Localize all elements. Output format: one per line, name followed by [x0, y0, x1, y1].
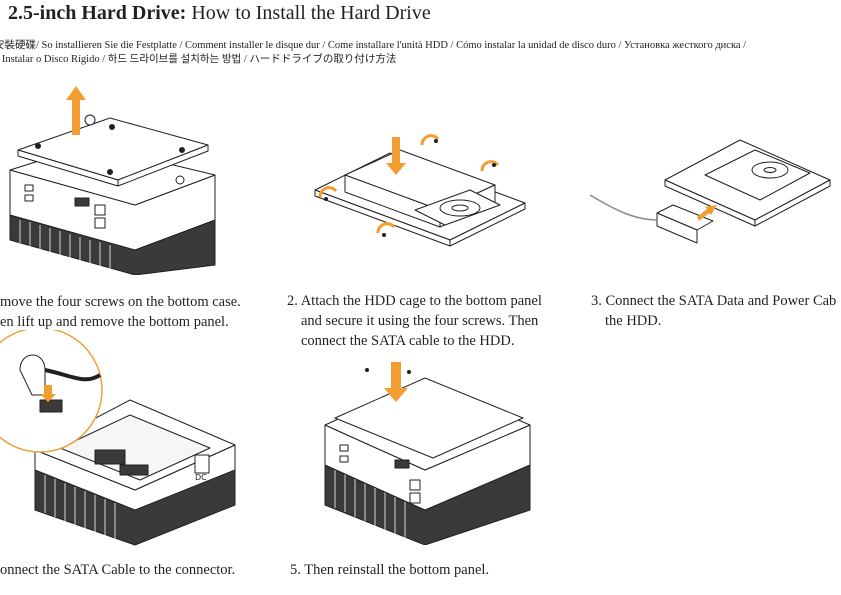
screw-arrow-1 [420, 134, 440, 146]
figure-step4-connect-cable: DC [0, 330, 236, 546]
down-arrow-panel [384, 362, 408, 402]
screw-arrow-3 [318, 186, 338, 198]
step5-caption: 5. Then reinstall the bottom panel. [290, 562, 490, 578]
figure-step1-remove-panel [9, 86, 216, 275]
page-title: 2.5-inch Hard Drive: How to Install the … [8, 2, 431, 25]
down-arrow-connector [40, 385, 56, 402]
language-line-2: o Instalar o Disco Rígido / 하드 드라이브를 설치하… [0, 54, 397, 65]
language-list: 安裝硬碟/ So installieren Sie die Festplatte… [0, 39, 841, 67]
screw-arrow-4 [376, 222, 396, 234]
lift-up-arrow [66, 86, 86, 135]
figure-step3-connect-sata [589, 139, 831, 244]
title-rest: How to Install the Hard Drive [186, 2, 431, 24]
insert-arrow [386, 137, 406, 175]
step2-caption: 2. Attach the HDD cage to the bottom pan… [287, 293, 542, 349]
title-bold: 2.5-inch Hard Drive: [8, 2, 187, 24]
step1-caption: move the four screws on the bottom case.… [0, 294, 241, 330]
language-line-1: 安裝硬碟/ So installieren Sie die Festplatte… [0, 40, 747, 51]
figure-step5-reinstall-panel [324, 362, 531, 545]
port-label: DC [195, 473, 207, 482]
figure-step2-attach-cage [314, 134, 526, 247]
connect-arrow [697, 205, 717, 221]
step3-caption: 3. Connect the SATA Data and Power Cab t… [591, 293, 837, 329]
screw-arrow-2 [480, 160, 500, 172]
step4-caption: onnect the SATA Cable to the connector. [0, 562, 236, 578]
